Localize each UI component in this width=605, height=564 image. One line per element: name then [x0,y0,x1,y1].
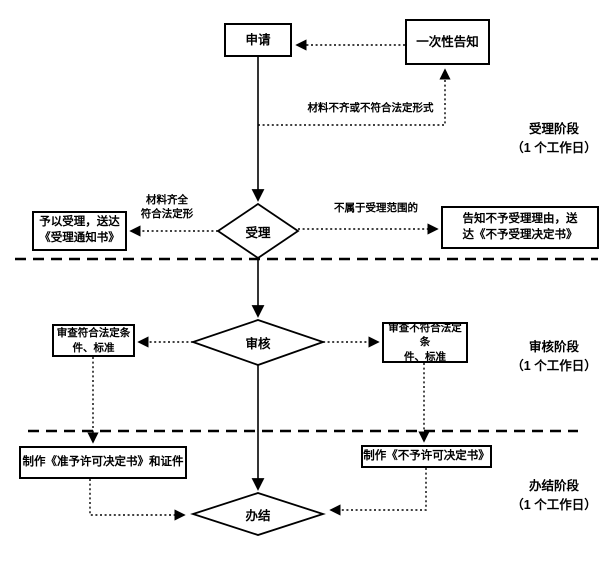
edge-label-complete-line2: 符合法定形 [140,208,194,221]
arrow-incomplete-to-notify [258,68,451,126]
edge-label-complete: 材料齐全 符合法定形 [126,193,208,221]
stage-caption-review: 审核阶段 （1 个工作日） [502,338,605,376]
stage-review-name: 审核阶段 [528,340,579,354]
review-fail-line2: 件、标准 [404,350,446,363]
edge-label-out-of-scope: 不属于受理范围的 [334,202,418,214]
close-diamond-label: 办结 [245,508,271,523]
one-time-notify-label: 一次性告知 [416,34,479,49]
make-license-label: 制作《准予许可决定书》和证件 [22,455,184,468]
accept-diamond-label: 受理 [245,225,271,240]
accept-granted-line1: 予以受理，送达 [39,216,120,229]
close-diamond-shape [190,492,326,536]
stage-accept-name: 受理阶段 [528,122,579,136]
review-pass-node: 审查符合法定条 件、标准 [52,324,135,357]
review-pass-line1: 审查符合法定条 [56,327,131,340]
accept-denied-line1: 告知不予受理理由，送 [462,212,578,225]
edge-label-incomplete: 材料不齐或不符合法定形式 [307,102,434,114]
apply-label: 申请 [245,32,271,47]
edge-label-complete-line1: 材料齐全 [146,194,188,206]
review-diamond-label: 审核 [245,337,271,351]
one-time-notify-node: 一次性告知 [405,19,490,65]
stage-caption-close: 办结阶段 （1 个工作日） [502,477,605,515]
accept-denied-line2: 达《不予受理决定书》 [462,228,578,241]
review-fail-node: 审查不符合法定条 件、标准 [382,322,468,363]
accept-denied-node: 告知不予受理理由，送 达《不予受理决定书》 [441,206,599,249]
stage-close-duration: （1 个工作日） [511,497,597,512]
accept-granted-node: 予以受理，送达 《受理通知书》 [32,211,127,251]
make-license-node: 制作《准予许可决定书》和证件 [19,446,187,479]
stage-close-name: 办结阶段 [528,479,579,493]
stage-accept-duration: （1 个工作日） [511,140,597,155]
stage-caption-accept: 受理阶段 （1 个工作日） [502,120,605,158]
make-denial-label: 制作《不予许可决定书》 [363,449,490,462]
stage-review-duration: （1 个工作日） [511,358,597,373]
make-denial-node: 制作《不予许可决定书》 [361,445,492,468]
review-pass-line2: 件、标准 [72,341,115,354]
arrow-license-to-close [89,479,186,521]
apply-node: 申请 [224,23,292,57]
review-fail-line1: 审查不符合法定条 [388,322,462,349]
accept-granted-line2: 《受理通知书》 [39,232,120,244]
arrow-denial-to-close [329,468,427,516]
